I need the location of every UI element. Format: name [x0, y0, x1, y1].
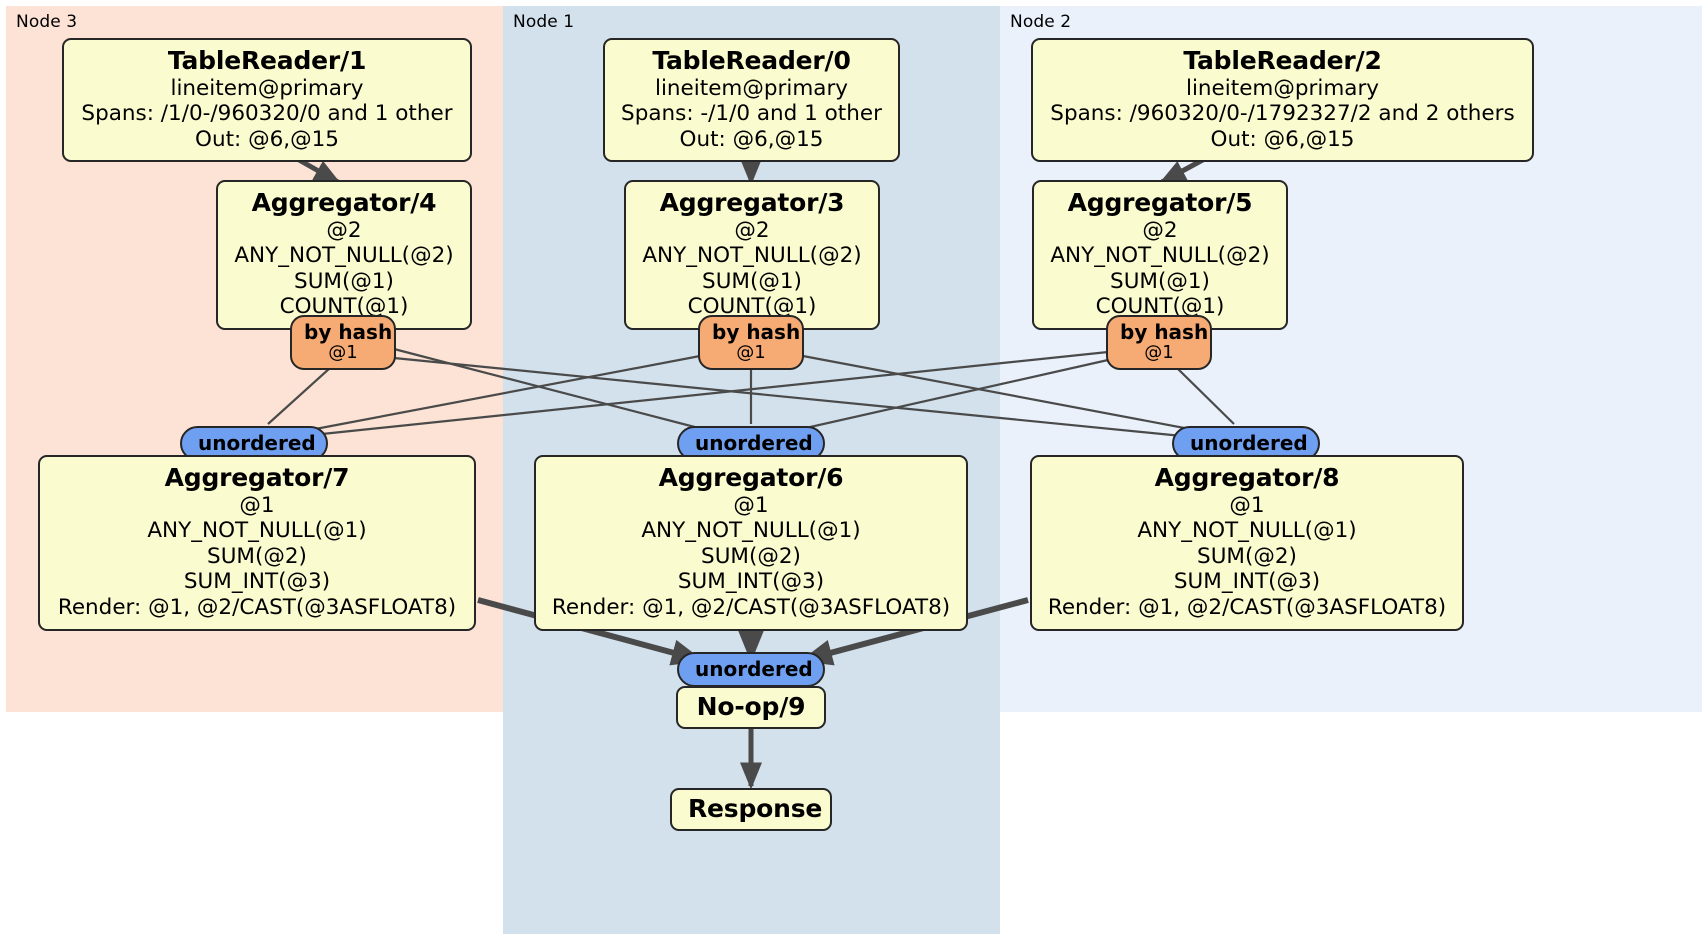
node-panel-label-node2: Node 2	[1010, 12, 1072, 32]
processor-detail-agg1: ANY_NOT_NULL(@1)	[147, 518, 367, 544]
processor-detail-table: lineitem@primary	[1185, 75, 1380, 101]
processor-title: Aggregator/8	[1154, 463, 1340, 492]
node-panel-label-node1: Node 1	[513, 12, 575, 32]
processor-detail-agg2: SUM(@1)	[1110, 268, 1210, 294]
router-sublabel: @1	[328, 342, 358, 363]
edge-hashR-to-syncR	[1176, 367, 1235, 425]
processor-detail-agg3: SUM_INT(@3)	[183, 569, 331, 595]
processor-aggregator-5[interactable]: Aggregator/5 @2 ANY_NOT_NULL(@2) SUM(@1)…	[1032, 180, 1288, 331]
processor-title: No-op/9	[696, 692, 806, 721]
processor-detail-spans: Spans: /960320/0-/1792327/2 and 2 others	[1050, 101, 1515, 127]
processor-detail-agg1: ANY_NOT_NULL(@2)	[234, 243, 454, 269]
processor-detail-groupcol: @1	[733, 492, 769, 518]
synchronizer-unordered-final[interactable]: unordered	[677, 652, 825, 687]
processor-detail-agg2: SUM(@2)	[1197, 543, 1297, 569]
edge-hashL-to-syncR	[393, 356, 1183, 438]
processor-detail-groupcol: @1	[1229, 492, 1265, 518]
processor-title: Aggregator/3	[659, 188, 845, 217]
edge-hashC-to-syncR	[802, 354, 1196, 432]
processor-title: TableReader/1	[167, 46, 367, 75]
processor-detail-out: Out: @6,@15	[195, 126, 339, 152]
processor-title: TableReader/0	[652, 46, 851, 75]
processor-aggregator-3[interactable]: Aggregator/3 @2 ANY_NOT_NULL(@2) SUM(@1)…	[624, 180, 880, 331]
processor-aggregator-7[interactable]: Aggregator/7 @1 ANY_NOT_NULL(@1) SUM(@2)…	[38, 455, 476, 631]
router-by-hash-center[interactable]: by hash @1	[698, 315, 804, 370]
processor-detail-render: Render: @1, @2/CAST(@3ASFLOAT8)	[57, 595, 457, 621]
processor-title: Response	[688, 794, 823, 823]
edge-hashR-to-syncL	[321, 350, 1109, 436]
processor-detail-spans: Spans: /1/0-/960320/0 and 1 other	[81, 101, 453, 127]
processor-response[interactable]: Response	[670, 788, 832, 831]
processor-detail-render: Render: @1, @2/CAST(@3ASFLOAT8)	[551, 595, 951, 621]
processor-aggregator-6[interactable]: Aggregator/6 @1 ANY_NOT_NULL(@1) SUM(@2)…	[534, 455, 968, 631]
router-sublabel: @1	[1144, 342, 1174, 363]
processor-detail-spans: Spans: -/1/0 and 1 other	[621, 101, 882, 127]
processor-detail-agg1: ANY_NOT_NULL(@2)	[642, 243, 862, 269]
router-label: by hash	[712, 320, 801, 344]
edge-hashL-to-syncL	[267, 367, 331, 425]
router-sublabel: @1	[736, 342, 766, 363]
processor-detail-agg1: ANY_NOT_NULL(@2)	[1050, 243, 1270, 269]
processor-detail-groupcol: @2	[326, 217, 362, 243]
processor-detail-out: Out: @6,@15	[679, 126, 824, 152]
processor-detail-agg3: SUM_INT(@3)	[1173, 569, 1321, 595]
synchronizer-label: unordered	[695, 431, 813, 455]
processor-title: Aggregator/6	[658, 463, 844, 492]
processor-detail-agg1: ANY_NOT_NULL(@1)	[1137, 518, 1357, 544]
processor-detail-agg2: SUM(@2)	[701, 543, 801, 569]
processor-title: Aggregator/4	[251, 188, 437, 217]
processor-detail-groupcol: @1	[239, 492, 275, 518]
synchronizer-label: unordered	[695, 657, 813, 681]
processor-table-reader-2[interactable]: TableReader/2 lineitem@primary Spans: /9…	[1031, 38, 1534, 163]
processor-detail-agg2: SUM(@1)	[294, 268, 394, 294]
processor-detail-agg3: SUM_INT(@3)	[677, 569, 825, 595]
processor-title: TableReader/2	[1183, 46, 1382, 75]
processor-detail-render: Render: @1, @2/CAST(@3ASFLOAT8)	[1047, 595, 1447, 621]
router-label: by hash	[1120, 320, 1209, 344]
processor-detail-agg2: SUM(@2)	[207, 543, 307, 569]
processor-title: Aggregator/5	[1067, 188, 1253, 217]
synchronizer-label: unordered	[1190, 431, 1308, 455]
router-by-hash-right[interactable]: by hash @1	[1106, 315, 1212, 370]
processor-aggregator-4[interactable]: Aggregator/4 @2 ANY_NOT_NULL(@2) SUM(@1)…	[216, 180, 472, 331]
processor-detail-groupcol: @2	[1142, 217, 1178, 243]
synchronizer-label: unordered	[198, 431, 316, 455]
processor-detail-groupcol: @2	[734, 217, 770, 243]
processor-no-op-9[interactable]: No-op/9	[676, 686, 826, 729]
router-by-hash-left[interactable]: by hash @1	[290, 315, 396, 370]
processor-detail-table: lineitem@primary	[170, 75, 364, 101]
processor-table-reader-0[interactable]: TableReader/0 lineitem@primary Spans: -/…	[603, 38, 900, 163]
processor-table-reader-1[interactable]: TableReader/1 lineitem@primary Spans: /1…	[62, 38, 472, 163]
processor-aggregator-8[interactable]: Aggregator/8 @1 ANY_NOT_NULL(@1) SUM(@2)…	[1030, 455, 1464, 631]
node-panel-label-node3: Node 3	[16, 12, 78, 32]
edge-hashC-to-syncL	[309, 354, 701, 432]
processor-title: Aggregator/7	[164, 463, 350, 492]
router-label: by hash	[304, 320, 393, 344]
processor-detail-agg1: ANY_NOT_NULL(@1)	[641, 518, 861, 544]
processor-detail-agg2: SUM(@1)	[702, 268, 802, 294]
edge-hashR-to-syncC	[787, 358, 1109, 434]
processor-detail-out: Out: @6,@15	[1210, 126, 1355, 152]
processor-detail-table: lineitem@primary	[654, 75, 849, 101]
